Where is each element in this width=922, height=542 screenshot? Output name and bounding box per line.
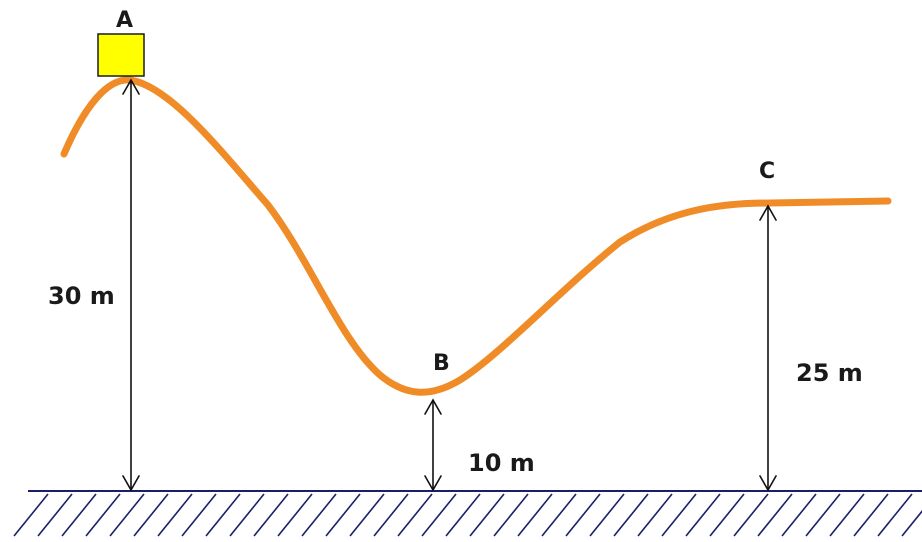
hatch-line <box>805 493 841 537</box>
height-label-b: 10 m <box>468 449 535 477</box>
hatch-line <box>901 510 922 537</box>
hatch-line <box>301 493 337 537</box>
track-curve <box>60 76 892 396</box>
hatch-line <box>733 493 769 537</box>
hatch-line <box>133 493 169 537</box>
hatch-line <box>757 493 793 537</box>
hatch-line <box>685 493 721 537</box>
ground-hatching <box>13 493 922 537</box>
hatch-line <box>373 493 409 537</box>
height-marker-c <box>759 204 777 492</box>
hatch-line <box>517 493 553 537</box>
hatch-line <box>325 493 361 537</box>
hatch-line <box>85 493 121 537</box>
height-marker-b <box>424 398 442 492</box>
hatch-line <box>613 493 649 537</box>
hatch-line <box>421 493 457 537</box>
point-label-a: A <box>116 8 133 33</box>
hatch-line <box>853 493 889 537</box>
hatch-line <box>205 493 241 537</box>
hatch-line <box>181 493 217 537</box>
hatch-line <box>781 493 817 537</box>
hatch-line <box>493 493 529 537</box>
point-label-c: C <box>759 159 775 184</box>
hatch-line <box>829 493 865 537</box>
hatch-line <box>877 493 913 537</box>
hatch-line <box>565 493 601 537</box>
hatch-line <box>109 493 145 537</box>
hatch-line <box>229 493 265 537</box>
hatch-line <box>277 493 313 537</box>
hatch-line <box>397 493 433 537</box>
hatch-line <box>541 493 577 537</box>
point-label-b: B <box>433 351 450 376</box>
height-label-a: 30 m <box>48 282 115 310</box>
hatch-line <box>661 493 697 537</box>
hatch-line <box>253 493 289 537</box>
ground <box>13 490 922 537</box>
hatch-line <box>469 493 505 537</box>
hatch-line <box>61 493 97 537</box>
block <box>97 33 145 77</box>
height-label-c: 25 m <box>796 359 863 387</box>
hatch-line <box>589 493 625 537</box>
hatch-line <box>445 493 481 537</box>
height-marker-a <box>122 78 140 492</box>
hatch-line <box>13 493 49 537</box>
hatch-line <box>637 493 673 537</box>
hatch-line <box>37 493 73 537</box>
hatch-line <box>349 493 385 537</box>
hatch-line <box>709 493 745 537</box>
hatch-line <box>157 493 193 537</box>
